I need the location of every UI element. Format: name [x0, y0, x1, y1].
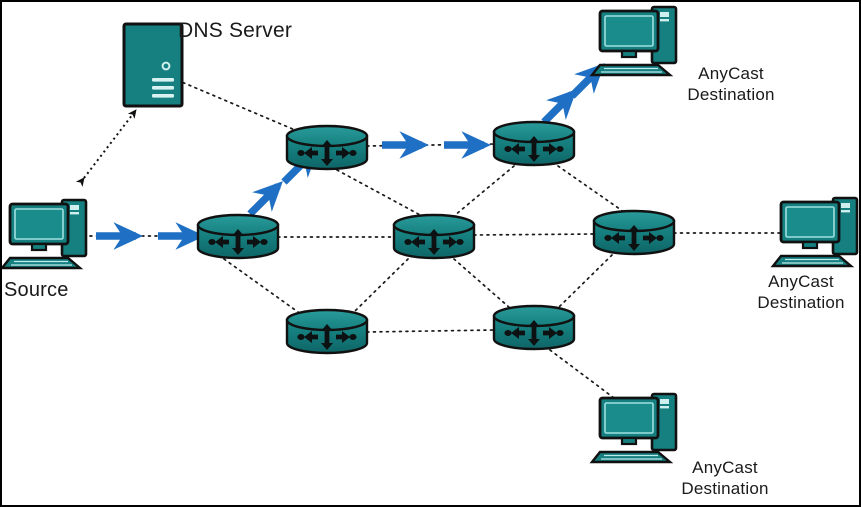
link-router-center-to-right	[473, 233, 595, 236]
desktop-computer-icon[interactable]	[770, 196, 859, 268]
flow-arrow-top-1	[541, 89, 577, 125]
router-icon[interactable]	[592, 209, 676, 256]
router-icon[interactable]	[196, 213, 280, 260]
anycast-destination-bottom-label: AnyCast Destination	[681, 458, 769, 498]
flow-arrow-climb-1	[247, 181, 283, 217]
link-router-upper-right-to-right	[557, 165, 625, 213]
link-router-center-to-lower-right	[453, 258, 511, 309]
routers-group	[196, 120, 676, 355]
router-icon[interactable]	[492, 120, 576, 167]
link-dns-to-router-upper-left	[176, 79, 296, 131]
router-icon[interactable]	[492, 304, 576, 351]
link-router-lower-right-to-anycast-bottom	[549, 349, 623, 405]
router-icon[interactable]	[285, 124, 369, 171]
link-router-right-to-lower-right	[557, 254, 613, 309]
server-tower-icon[interactable]	[122, 22, 184, 108]
dns-server-label: DNS Server	[178, 19, 293, 42]
anycast-destination-top-label: AnyCast Destination	[687, 64, 775, 104]
router-icon[interactable]	[392, 213, 476, 260]
source-label: Source	[4, 279, 69, 301]
link-router-lower-left-to-lower-right	[366, 329, 495, 333]
desktop-computer-icon[interactable]	[589, 392, 678, 464]
router-icon[interactable]	[285, 308, 369, 355]
anycast-destination-right-label: AnyCast Destination	[757, 272, 845, 312]
dns-query-arrow	[75, 109, 137, 187]
link-router-center-to-lower-left	[353, 258, 409, 313]
link-router-upper-right-to-center	[453, 165, 515, 217]
link-router-left-to-lower-left	[223, 258, 299, 313]
desktop-computer-icon[interactable]	[589, 5, 678, 77]
desktop-computer-icon[interactable]	[2, 198, 88, 270]
link-router-upper-left-to-center	[336, 169, 423, 217]
